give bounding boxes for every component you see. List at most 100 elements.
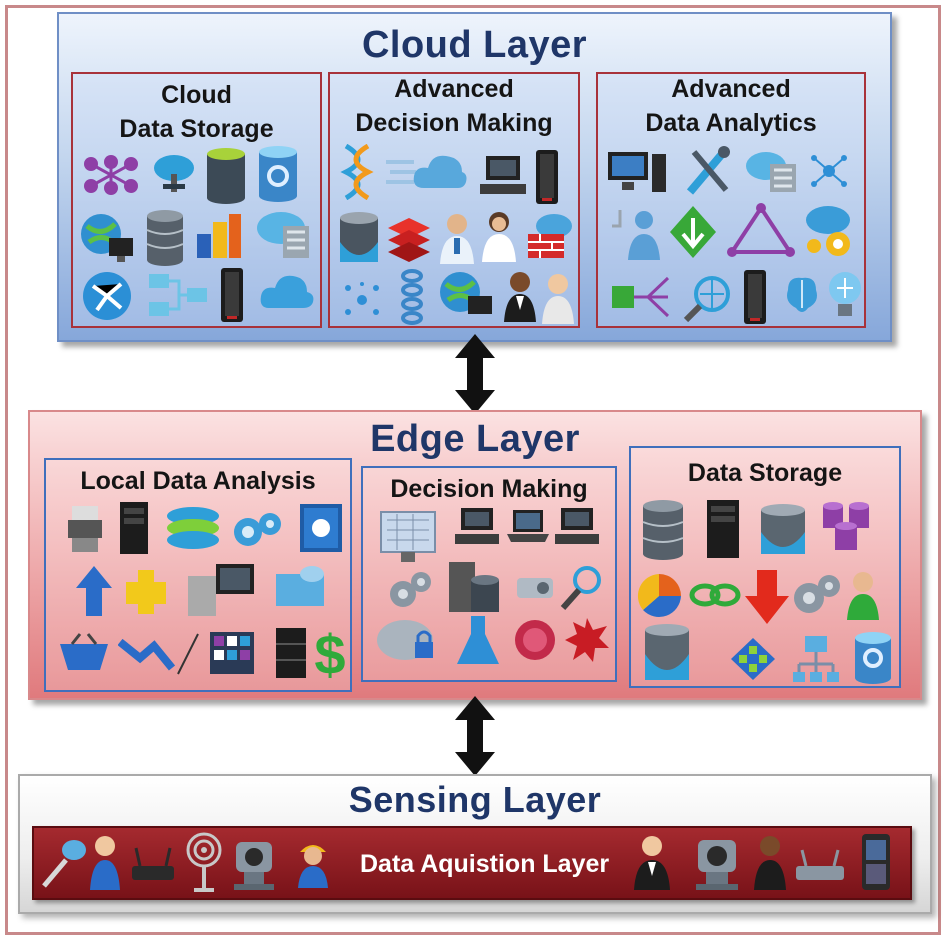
cloud-devices-icon	[276, 566, 324, 606]
cloud-layer-title: Cloud Layer	[361, 24, 588, 66]
router-icon	[796, 849, 844, 880]
cloud-building-icon	[257, 212, 309, 258]
computer-workstation-icon	[480, 156, 526, 194]
dna-icon	[340, 144, 374, 200]
lightbulb-icon	[829, 272, 861, 316]
panel-title-line2: Decision Making	[355, 109, 553, 137]
edge-layer-title: Edge Layer	[370, 418, 580, 460]
diamond-network-icon	[731, 638, 775, 680]
database-gear-icon	[855, 632, 891, 684]
download-arrow-icon	[745, 570, 789, 624]
sensing-layer: Sensing Layer Data Aquistion Layer	[18, 774, 932, 914]
gears-icon	[234, 513, 281, 546]
businessman-icon	[504, 272, 536, 322]
flask-icon	[457, 616, 499, 664]
computer-workstation-icon	[555, 508, 599, 544]
database-cluster-icon	[823, 502, 869, 550]
user-icon	[847, 572, 879, 620]
dollar-sign-icon: $	[314, 624, 345, 682]
dashboard-grid-icon	[210, 632, 254, 674]
server-tower-icon	[536, 150, 558, 204]
businessman-icon	[634, 836, 670, 890]
hub-network-icon	[84, 155, 138, 195]
server-tower-icon	[707, 500, 739, 558]
disk-stack-icon	[167, 507, 219, 549]
fast-cloud-icon	[386, 155, 467, 188]
database-shield-icon	[340, 212, 378, 262]
panel-title-line2: Data Analytics	[645, 109, 817, 137]
network-hub-icon	[83, 272, 131, 320]
brain-icon	[787, 277, 817, 312]
laptop-icon	[507, 510, 549, 542]
svg-text:$: $	[314, 624, 345, 682]
worker-icon	[298, 845, 328, 888]
database-server-icon	[146, 210, 184, 266]
globe-computer-icon	[440, 272, 492, 314]
printer-icon	[68, 506, 102, 552]
cloud-icon	[260, 275, 314, 308]
gears-icon	[794, 575, 840, 613]
pie-chart-icon	[637, 574, 681, 617]
double-arrow-cloud-edge	[455, 334, 495, 414]
businessman-icon	[90, 836, 120, 890]
blueprint-monitor-icon	[380, 511, 436, 562]
panel-title-line2: Data Storage	[119, 115, 274, 143]
database-shield-icon	[761, 504, 805, 554]
double-arrow-edge-sensing	[455, 696, 495, 776]
edge-layer: Edge Layer Local Data Analysis $ Decisio…	[28, 410, 922, 700]
data-acquisition-label: Data Aquistion Layer	[360, 850, 610, 878]
user-return-icon	[612, 210, 660, 260]
user-icon	[542, 274, 574, 324]
database-server-icon	[642, 500, 684, 560]
decision-making-panel: Decision Making	[361, 466, 617, 682]
server-tower-icon	[120, 502, 148, 554]
data-storage-panel: Data Storage	[629, 446, 901, 688]
workflow-branch-icon	[612, 276, 670, 318]
upload-arrow-icon	[76, 566, 112, 616]
safe-vault-icon	[300, 504, 342, 552]
database-shield-icon	[645, 624, 689, 680]
web-analytics-icon	[683, 276, 730, 323]
magnifier-icon	[560, 566, 601, 610]
handheld-device-icon	[862, 834, 890, 890]
triangle-network-icon	[727, 203, 795, 257]
local-data-analysis-panel: Local Data Analysis $	[44, 458, 352, 692]
tools-icon	[686, 146, 730, 195]
security-camera-icon	[234, 842, 274, 890]
network-devices-icon	[793, 636, 839, 682]
bar-chart-3d-icon	[197, 214, 241, 258]
server-tower-icon	[221, 268, 243, 322]
shopping-basket-icon	[60, 633, 108, 670]
link-chain-icon	[689, 583, 741, 607]
router-icon	[132, 847, 174, 880]
panel-title-line1: Cloud	[161, 81, 232, 109]
advanced-data-analytics-panel: Advanced Data Analytics	[596, 72, 866, 328]
cloud-upload-icon	[154, 155, 194, 192]
globe-computer-icon	[81, 214, 133, 262]
scatter-network-icon	[811, 155, 847, 187]
workflow-icon	[149, 274, 207, 316]
security-guard-icon	[754, 836, 786, 890]
database-cluster-icon	[126, 570, 166, 614]
advanced-decision-making-panel: Advanced Decision Making	[328, 72, 580, 328]
cloud-layer: Cloud Layer Cloud Data Storage Advanced …	[57, 12, 892, 342]
database-server-icon	[449, 562, 499, 612]
security-camera-icon	[696, 840, 738, 890]
database-cylinder-icon	[207, 148, 245, 204]
trend-down-icon	[118, 633, 199, 675]
panel-title: Local Data Analysis	[80, 467, 316, 495]
database-stack-icon	[401, 269, 423, 325]
cloud-firewall-icon	[528, 214, 572, 258]
probe-sensor-icon	[42, 840, 86, 888]
file-cabinet-icon	[276, 628, 306, 678]
panel-title-line1: Advanced	[671, 75, 791, 103]
panel-title: Decision Making	[390, 475, 588, 503]
doctor-icon	[440, 214, 474, 264]
wireless-tower-icon	[186, 832, 222, 892]
sensing-layer-title: Sensing Layer	[348, 779, 602, 820]
data-acquisition-bar: Data Aquistion Layer	[32, 826, 912, 900]
computer-workstation-icon	[188, 564, 254, 616]
cloud-building-icon	[746, 152, 796, 192]
desktop-computer-icon	[608, 152, 666, 192]
panel-title-line1: Advanced	[394, 75, 514, 103]
